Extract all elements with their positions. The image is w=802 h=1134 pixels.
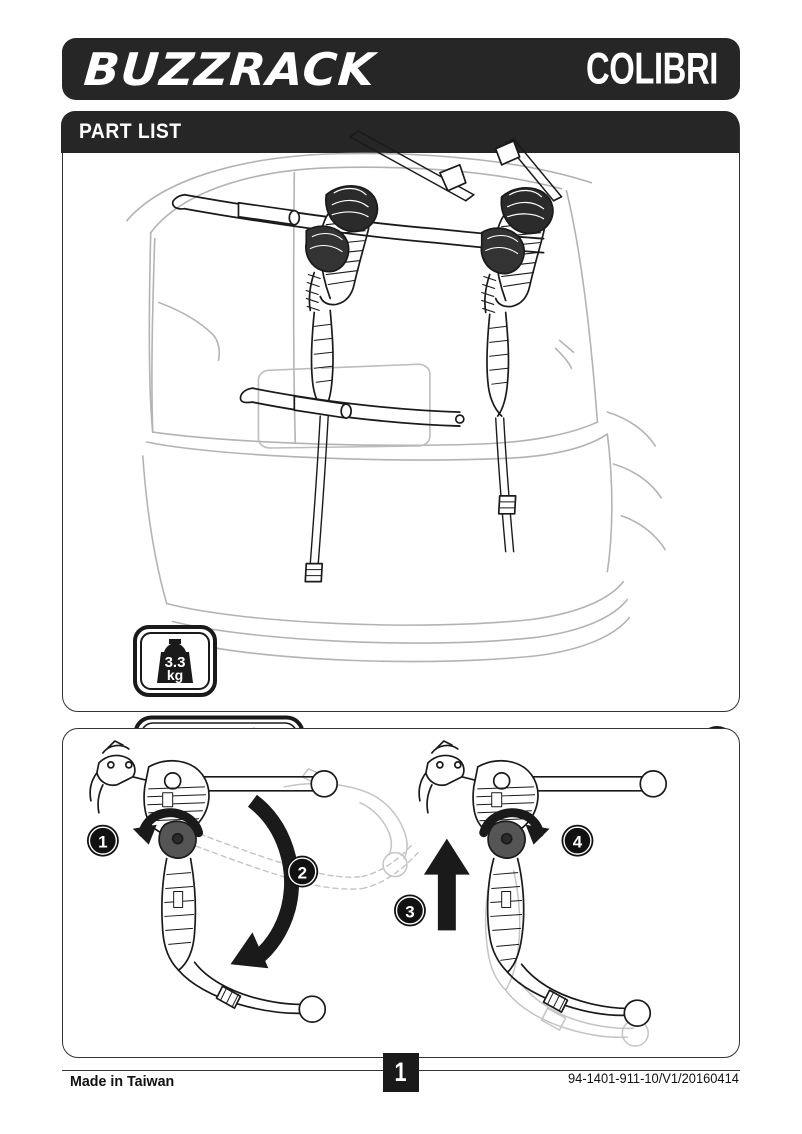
ratchet-arm-left	[304, 185, 379, 583]
step-3-number: 3	[405, 902, 414, 921]
brand-logo: BUZZRACK	[82, 42, 378, 96]
step-2-number: 2	[298, 864, 307, 883]
rack-arm-right	[418, 740, 668, 1027]
made-in-label: Made in Taiwan	[70, 1073, 175, 1090]
weight-badge: 3.3 kg	[133, 625, 217, 697]
step-4-marker: 4	[561, 824, 594, 857]
step-3-marker: 3	[394, 894, 426, 927]
step-diagram-right: 4 3	[394, 740, 668, 1047]
vehicle-rack-illustration	[126, 130, 667, 663]
steps-illustration: 1 2	[86, 740, 668, 1047]
weight-value: 3.3	[165, 654, 186, 671]
step-1-rotation-arrow	[132, 808, 204, 845]
bike-rack-assembly	[171, 130, 563, 583]
step-diagram-left: 1 2	[86, 740, 419, 1023]
weight-unit: kg	[167, 667, 183, 683]
ghost-arm-left	[169, 824, 419, 890]
ghost-arm-right	[484, 869, 649, 1047]
part-list-title: PART LIST	[79, 120, 182, 144]
header-bar: BUZZRACK COLIBRI	[62, 38, 740, 100]
step-4-rotation-arrow	[479, 808, 550, 845]
page-number: 1	[394, 1057, 408, 1087]
ratchet-arm-right	[480, 187, 554, 553]
part-list-panel: PART LIST	[61, 111, 740, 805]
part-list-title-bar: PART LIST	[61, 111, 740, 154]
rack-arm-left	[89, 740, 339, 1023]
step-4-number: 4	[573, 833, 583, 852]
document-code: 94-1401-911-10/V1/20160414	[568, 1070, 739, 1086]
step-1-number: 1	[98, 833, 107, 852]
weight-icon	[157, 639, 193, 683]
step-3-up-arrow	[423, 838, 470, 931]
product-model-title: COLIBRI	[586, 44, 718, 94]
page-number-box: 1	[383, 1053, 419, 1092]
ghost-arm-outline-left	[283, 768, 408, 878]
step-1-marker: 1	[86, 824, 119, 857]
steps-panel: 1 2	[62, 728, 740, 1058]
step-2-swing-arrow	[230, 794, 299, 969]
step-2-marker: 2	[286, 855, 319, 888]
vehicle-outline	[126, 152, 667, 663]
